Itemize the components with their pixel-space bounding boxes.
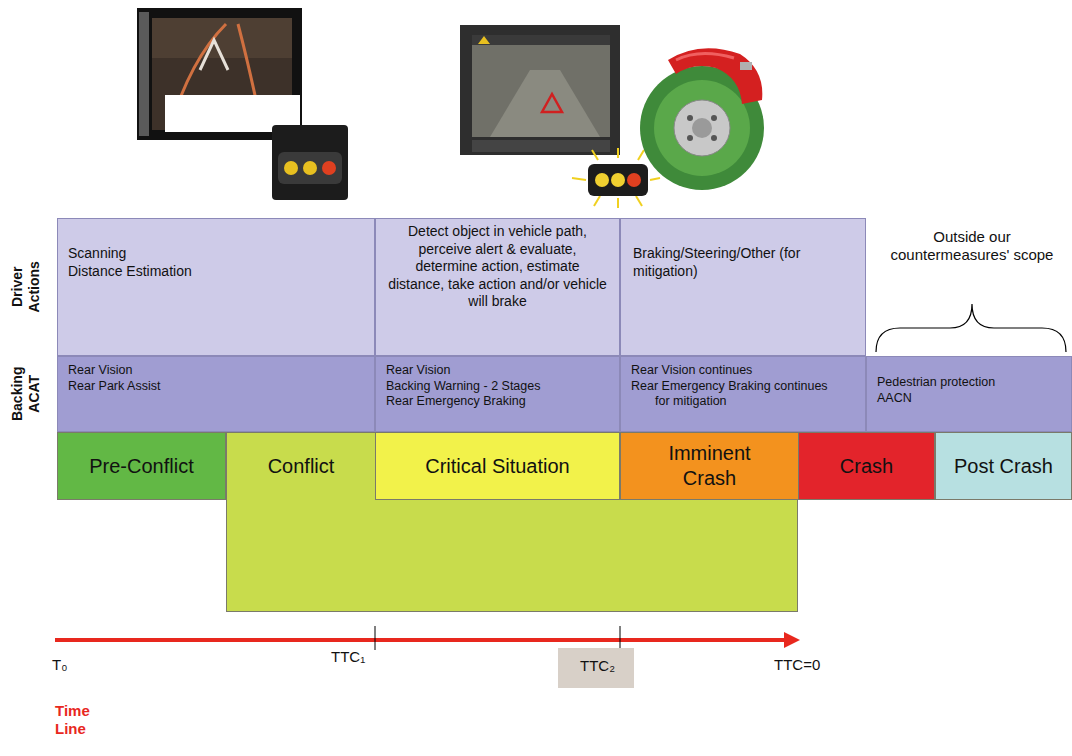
acat-cell: Rear VisionRear Park Assist (57, 356, 375, 432)
node-text: Backing Warning - 2 Stages (386, 379, 540, 395)
node-text: Rear Emergency Braking continues for mit… (631, 379, 830, 410)
phase-box: Pre-Conflict (57, 432, 226, 500)
text-area: Rear VisionBacking Warning - 2 StagesRea… (376, 357, 619, 431)
node-text: Rear Vision (386, 363, 450, 379)
node-text: Braking/Steering/Other (for mitigation) (633, 245, 803, 280)
node-text: Rear Emergency Braking (386, 394, 526, 410)
acat-cell: Pedestrian protectionAACN (866, 356, 1072, 432)
driver-action-cell: Detect object in vehicle path, perceive … (375, 218, 620, 356)
text-area: Critical Situation (376, 433, 619, 499)
node-text: Scanning (68, 245, 126, 263)
driver-action-cell: ScanningDistance Estimation (57, 218, 375, 356)
text-area: Detect object in vehicle path, perceive … (376, 219, 619, 355)
driver-action-cell: Braking/Steering/Other (for mitigation) (620, 218, 866, 356)
time-marker: TTC=0 (774, 656, 820, 674)
brake-disc (640, 48, 764, 190)
node-text: Post Crash (954, 454, 1053, 479)
rear-camera-display (460, 25, 620, 155)
node-text: Rear Vision (68, 363, 132, 379)
park-assist-indicator-lit (572, 148, 660, 208)
scope-note: Outside our countermeasures' scope (878, 228, 1066, 264)
time-axis (55, 626, 800, 688)
node-text: AACN (877, 391, 912, 407)
node-text: Pre-Conflict (89, 454, 193, 479)
scope-bracket (876, 304, 1066, 352)
text-area: Braking/Steering/Other (for mitigation) (621, 219, 865, 355)
text-area: Pedestrian protectionAACN (867, 357, 1071, 431)
node-text: Imminent Crash (655, 441, 765, 491)
text-area: Imminent Crash (621, 433, 798, 499)
park-assist-indicator (272, 125, 348, 200)
text-area: Rear Vision continuesRear Emergency Brak… (621, 357, 865, 431)
time-marker: TTC₁ (331, 648, 365, 666)
rear-camera-display (137, 8, 302, 140)
node-text: Rear Vision continues (631, 363, 752, 379)
time-marker: TTC₂ (580, 657, 615, 675)
node-text: Detect object in vehicle path, perceive … (386, 223, 609, 311)
phase-box: Post Crash (935, 432, 1072, 500)
row-header: Backing ACAT (9, 359, 43, 429)
node-text: Pedestrian protection (877, 375, 995, 391)
node-text: Distance Estimation (68, 263, 192, 281)
acat-cell: Rear VisionBacking Warning - 2 StagesRea… (375, 356, 620, 432)
node-text: Rear Park Assist (68, 379, 160, 395)
text-area: Pre-Conflict (58, 433, 225, 499)
acat-cell: Rear Vision continuesRear Emergency Brak… (620, 356, 866, 432)
phase-region: Conflict Critical Situation Imminent Crash (226, 432, 798, 612)
phase-box: Crash (798, 432, 935, 500)
text-area: Post Crash (936, 433, 1071, 499)
phase-box: Critical Situation (375, 432, 620, 500)
node-text: Crash (840, 454, 893, 479)
text-area: Crash (799, 433, 934, 499)
text-area: ScanningDistance Estimation (58, 219, 374, 355)
text-area: Rear VisionRear Park Assist (58, 357, 374, 431)
axis-title: Time Line (55, 702, 105, 738)
node-text: Critical Situation (425, 454, 570, 479)
time-marker: T₀ (52, 656, 67, 674)
row-header: Driver Actions (9, 252, 43, 322)
phase-box: Imminent Crash (620, 432, 799, 500)
node-text: Conflict (268, 454, 335, 479)
text-area: Conflict (227, 433, 375, 499)
